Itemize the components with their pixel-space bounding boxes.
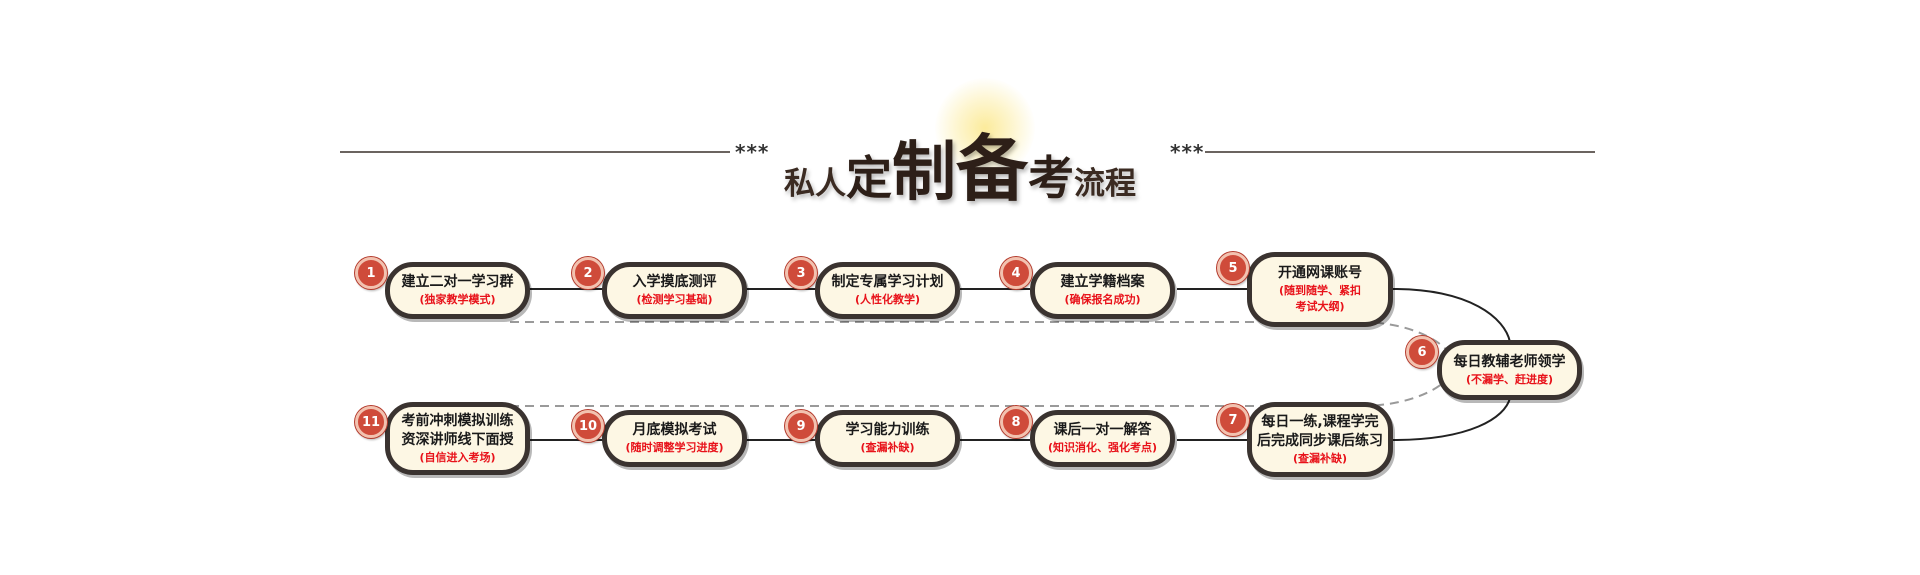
step-6-title: 每日教辅老师领学 bbox=[1453, 353, 1566, 370]
step-3-title: 制定专属学习计划 bbox=[831, 274, 944, 290]
header-rule-right bbox=[1205, 151, 1595, 153]
step-7-note: (查漏补缺) bbox=[1292, 451, 1348, 465]
title-part-5: 考 bbox=[1028, 151, 1074, 205]
step-9-title: 学习能力训练 bbox=[845, 422, 930, 438]
title-part-2: 定 bbox=[845, 151, 892, 205]
step-5-node: 开通网课账号 (随到随学、紧扣 考试大纲) bbox=[1247, 252, 1393, 327]
step-4-badge: 4 bbox=[1000, 257, 1032, 289]
step-2-note: (检测学习基础) bbox=[636, 293, 713, 306]
step-6-note: (不漏学、赶进度) bbox=[1465, 372, 1554, 386]
step-11-node: 考前冲刺模拟训练 资深讲师线下面授 (自信进入考场) bbox=[385, 402, 530, 475]
header-stars-left: *** bbox=[735, 140, 770, 164]
step-10-title: 月底模拟考试 bbox=[632, 422, 717, 438]
step-7-title-line2: 后完成同步课后练习 bbox=[1257, 432, 1383, 449]
header-stars-right: *** bbox=[1170, 140, 1205, 164]
step-11-title-line2: 资深讲师线下面授 bbox=[401, 431, 514, 448]
step-4-note: (确保报名成功) bbox=[1064, 293, 1141, 306]
step-2-title: 入学摸底测评 bbox=[632, 274, 717, 290]
step-3-badge: 3 bbox=[785, 257, 817, 289]
title-part-6: 流程 bbox=[1074, 166, 1136, 202]
step-9-node: 学习能力训练 (查漏补缺) bbox=[815, 410, 960, 467]
step-8-note: (知识消化、强化考点) bbox=[1047, 441, 1158, 454]
step-5-note: (随到随学、紧扣 bbox=[1278, 284, 1362, 297]
step-5-badge: 5 bbox=[1217, 252, 1249, 284]
step-5-title: 开通网课账号 bbox=[1278, 265, 1362, 281]
step-10-note: (随时调整学习进度) bbox=[625, 441, 724, 454]
step-9-badge: 9 bbox=[785, 410, 817, 442]
step-7-title: 每日一练,课程学完 bbox=[1261, 413, 1379, 430]
step-2-badge: 2 bbox=[572, 257, 604, 289]
step-3-node: 制定专属学习计划 (人性化教学) bbox=[815, 262, 960, 319]
step-9-note: (查漏补缺) bbox=[860, 441, 915, 454]
step-11-badge: 11 bbox=[355, 406, 387, 438]
step-1-node: 建立二对一学习群 (独家教学模式) bbox=[385, 262, 530, 319]
step-3-note: (人性化教学) bbox=[854, 293, 921, 306]
title-part-4: 备 bbox=[955, 127, 1028, 211]
step-8-title: 课后一对一解答 bbox=[1053, 422, 1152, 438]
title-part-3: 制 bbox=[891, 136, 956, 210]
step-2-node: 入学摸底测评 (检测学习基础) bbox=[602, 262, 747, 319]
step-4-title: 建立学籍档案 bbox=[1060, 274, 1145, 290]
step-10-badge: 10 bbox=[572, 410, 604, 442]
step-6-badge: 6 bbox=[1406, 336, 1438, 368]
connector-5-6 bbox=[1392, 288, 1511, 343]
page-title: 私人定制备考流程 bbox=[0, 110, 1920, 215]
step-5-note-line2: 考试大纲) bbox=[1295, 300, 1345, 313]
step-1-note: (独家教学模式) bbox=[419, 293, 496, 306]
step-10-node: 月底模拟考试 (随时调整学习进度) bbox=[602, 410, 747, 467]
step-1-title: 建立二对一学习群 bbox=[401, 274, 514, 290]
step-4-node: 建立学籍档案 (确保报名成功) bbox=[1030, 262, 1175, 319]
step-1-badge: 1 bbox=[355, 257, 387, 289]
connector-6-7 bbox=[1392, 397, 1511, 441]
title-glow bbox=[935, 78, 1035, 178]
header-rule-left bbox=[340, 151, 730, 153]
step-7-badge: 7 bbox=[1217, 404, 1249, 436]
step-8-badge: 8 bbox=[1000, 406, 1032, 438]
step-7-node: 每日一练,课程学完 后完成同步课后练习 (查漏补缺) bbox=[1247, 402, 1393, 477]
step-6-node: 每日教辅老师领学 (不漏学、赶进度) bbox=[1437, 340, 1582, 400]
step-11-title: 考前冲刺模拟训练 bbox=[401, 412, 514, 429]
step-8-node: 课后一对一解答 (知识消化、强化考点) bbox=[1030, 410, 1175, 467]
title-part-1: 私人 bbox=[783, 166, 846, 202]
step-11-note: (自信进入考场) bbox=[419, 450, 496, 464]
